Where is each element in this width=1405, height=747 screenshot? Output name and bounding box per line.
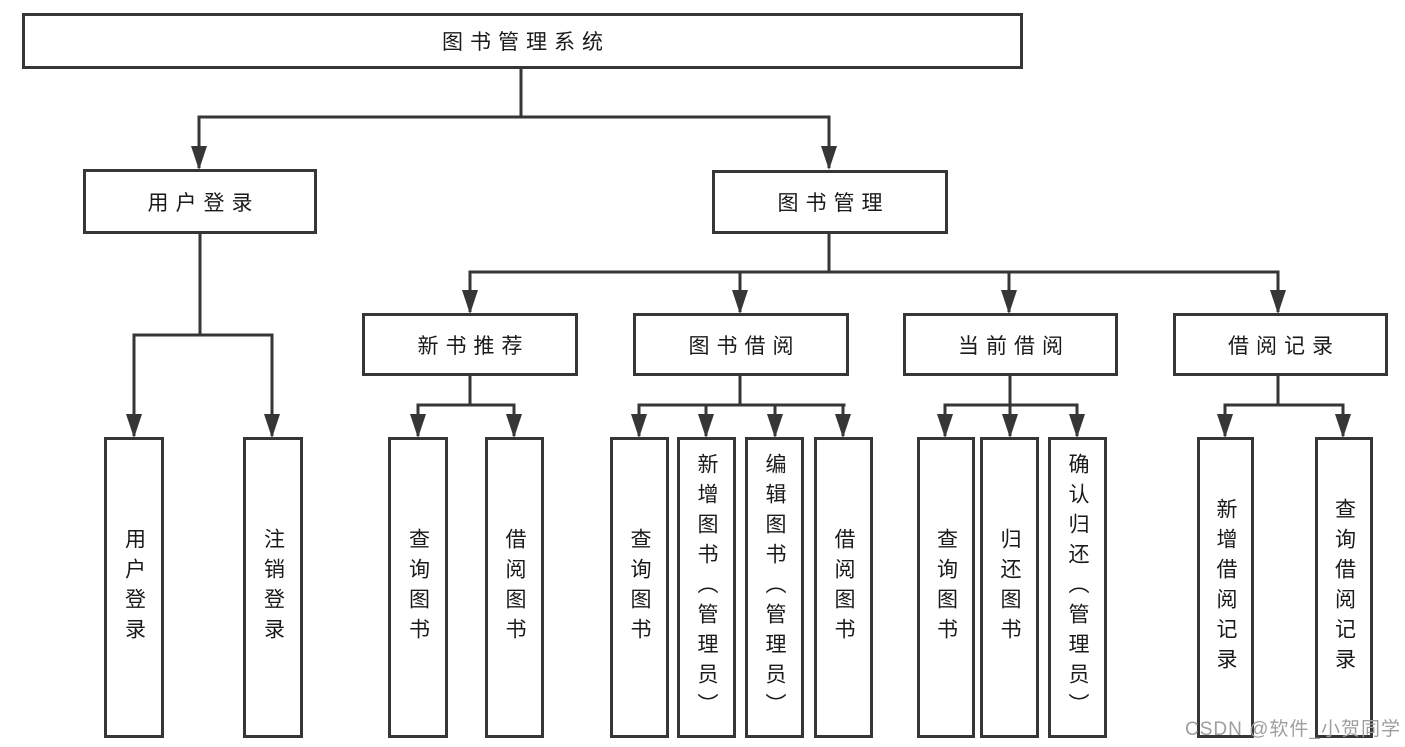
node-borrow-records: 借阅记录 — [1173, 313, 1388, 376]
leaf-user-login-label: 用户登录 — [122, 527, 146, 648]
leaf-confirm-return-admin: 确认归还（管理员） — [1048, 437, 1107, 738]
leaf-return-books-label: 归还图书 — [998, 527, 1021, 648]
leaf-query-books-1: 查询图书 — [388, 437, 448, 738]
leaf-logout-login-label: 注销登录 — [261, 527, 285, 648]
leaf-logout-login: 注销登录 — [243, 437, 303, 738]
leaf-borrow-books-1: 借阅图书 — [485, 437, 544, 738]
leaf-query-books-3-label: 查询图书 — [934, 527, 958, 648]
node-new-book-recommend-label: 新书推荐 — [417, 334, 530, 358]
node-user-login-label: 用户登录 — [147, 191, 260, 215]
leaf-add-book-admin-label: 新增图书（管理员） — [695, 452, 718, 723]
node-book-management-label: 图书管理 — [777, 192, 890, 215]
leaf-add-borrow-record: 新增借阅记录 — [1197, 437, 1254, 738]
node-borrow-records-label: 借阅记录 — [1228, 334, 1340, 358]
leaf-borrow-books-2-label: 借阅图书 — [832, 527, 855, 648]
node-new-book-recommend: 新书推荐 — [362, 313, 578, 376]
leaf-query-borrow-record: 查询借阅记录 — [1315, 437, 1373, 738]
leaf-query-borrow-record-label: 查询借阅记录 — [1332, 497, 1356, 678]
node-user-login: 用户登录 — [83, 169, 317, 234]
leaf-confirm-return-admin-label: 确认归还（管理员） — [1066, 452, 1089, 723]
node-root: 图书管理系统 — [22, 13, 1023, 69]
leaf-borrow-books-1-label: 借阅图书 — [503, 527, 526, 648]
leaf-query-books-2-label: 查询图书 — [628, 527, 651, 648]
leaf-query-books-2: 查询图书 — [610, 437, 669, 738]
leaf-query-books-3: 查询图书 — [917, 437, 975, 738]
csdn-watermark: CSDN @软件_小贺同学 — [1185, 719, 1401, 740]
node-current-borrow: 当前借阅 — [903, 313, 1118, 376]
node-root-label: 图书管理系统 — [442, 31, 610, 54]
node-book-borrow-label: 图书借阅 — [688, 334, 801, 358]
leaf-add-book-admin: 新增图书（管理员） — [677, 437, 736, 738]
leaf-query-books-1-label: 查询图书 — [406, 527, 430, 648]
leaf-edit-book-admin-label: 编辑图书（管理员） — [763, 452, 786, 723]
leaf-edit-book-admin: 编辑图书（管理员） — [745, 437, 804, 738]
node-current-borrow-label: 当前借阅 — [958, 334, 1070, 358]
leaf-add-borrow-record-label: 新增借阅记录 — [1214, 497, 1237, 678]
leaf-user-login: 用户登录 — [104, 437, 164, 738]
node-book-borrow: 图书借阅 — [633, 313, 849, 376]
leaf-borrow-books-2: 借阅图书 — [814, 437, 873, 738]
leaf-return-books: 归还图书 — [980, 437, 1039, 738]
node-book-management: 图书管理 — [712, 170, 948, 234]
